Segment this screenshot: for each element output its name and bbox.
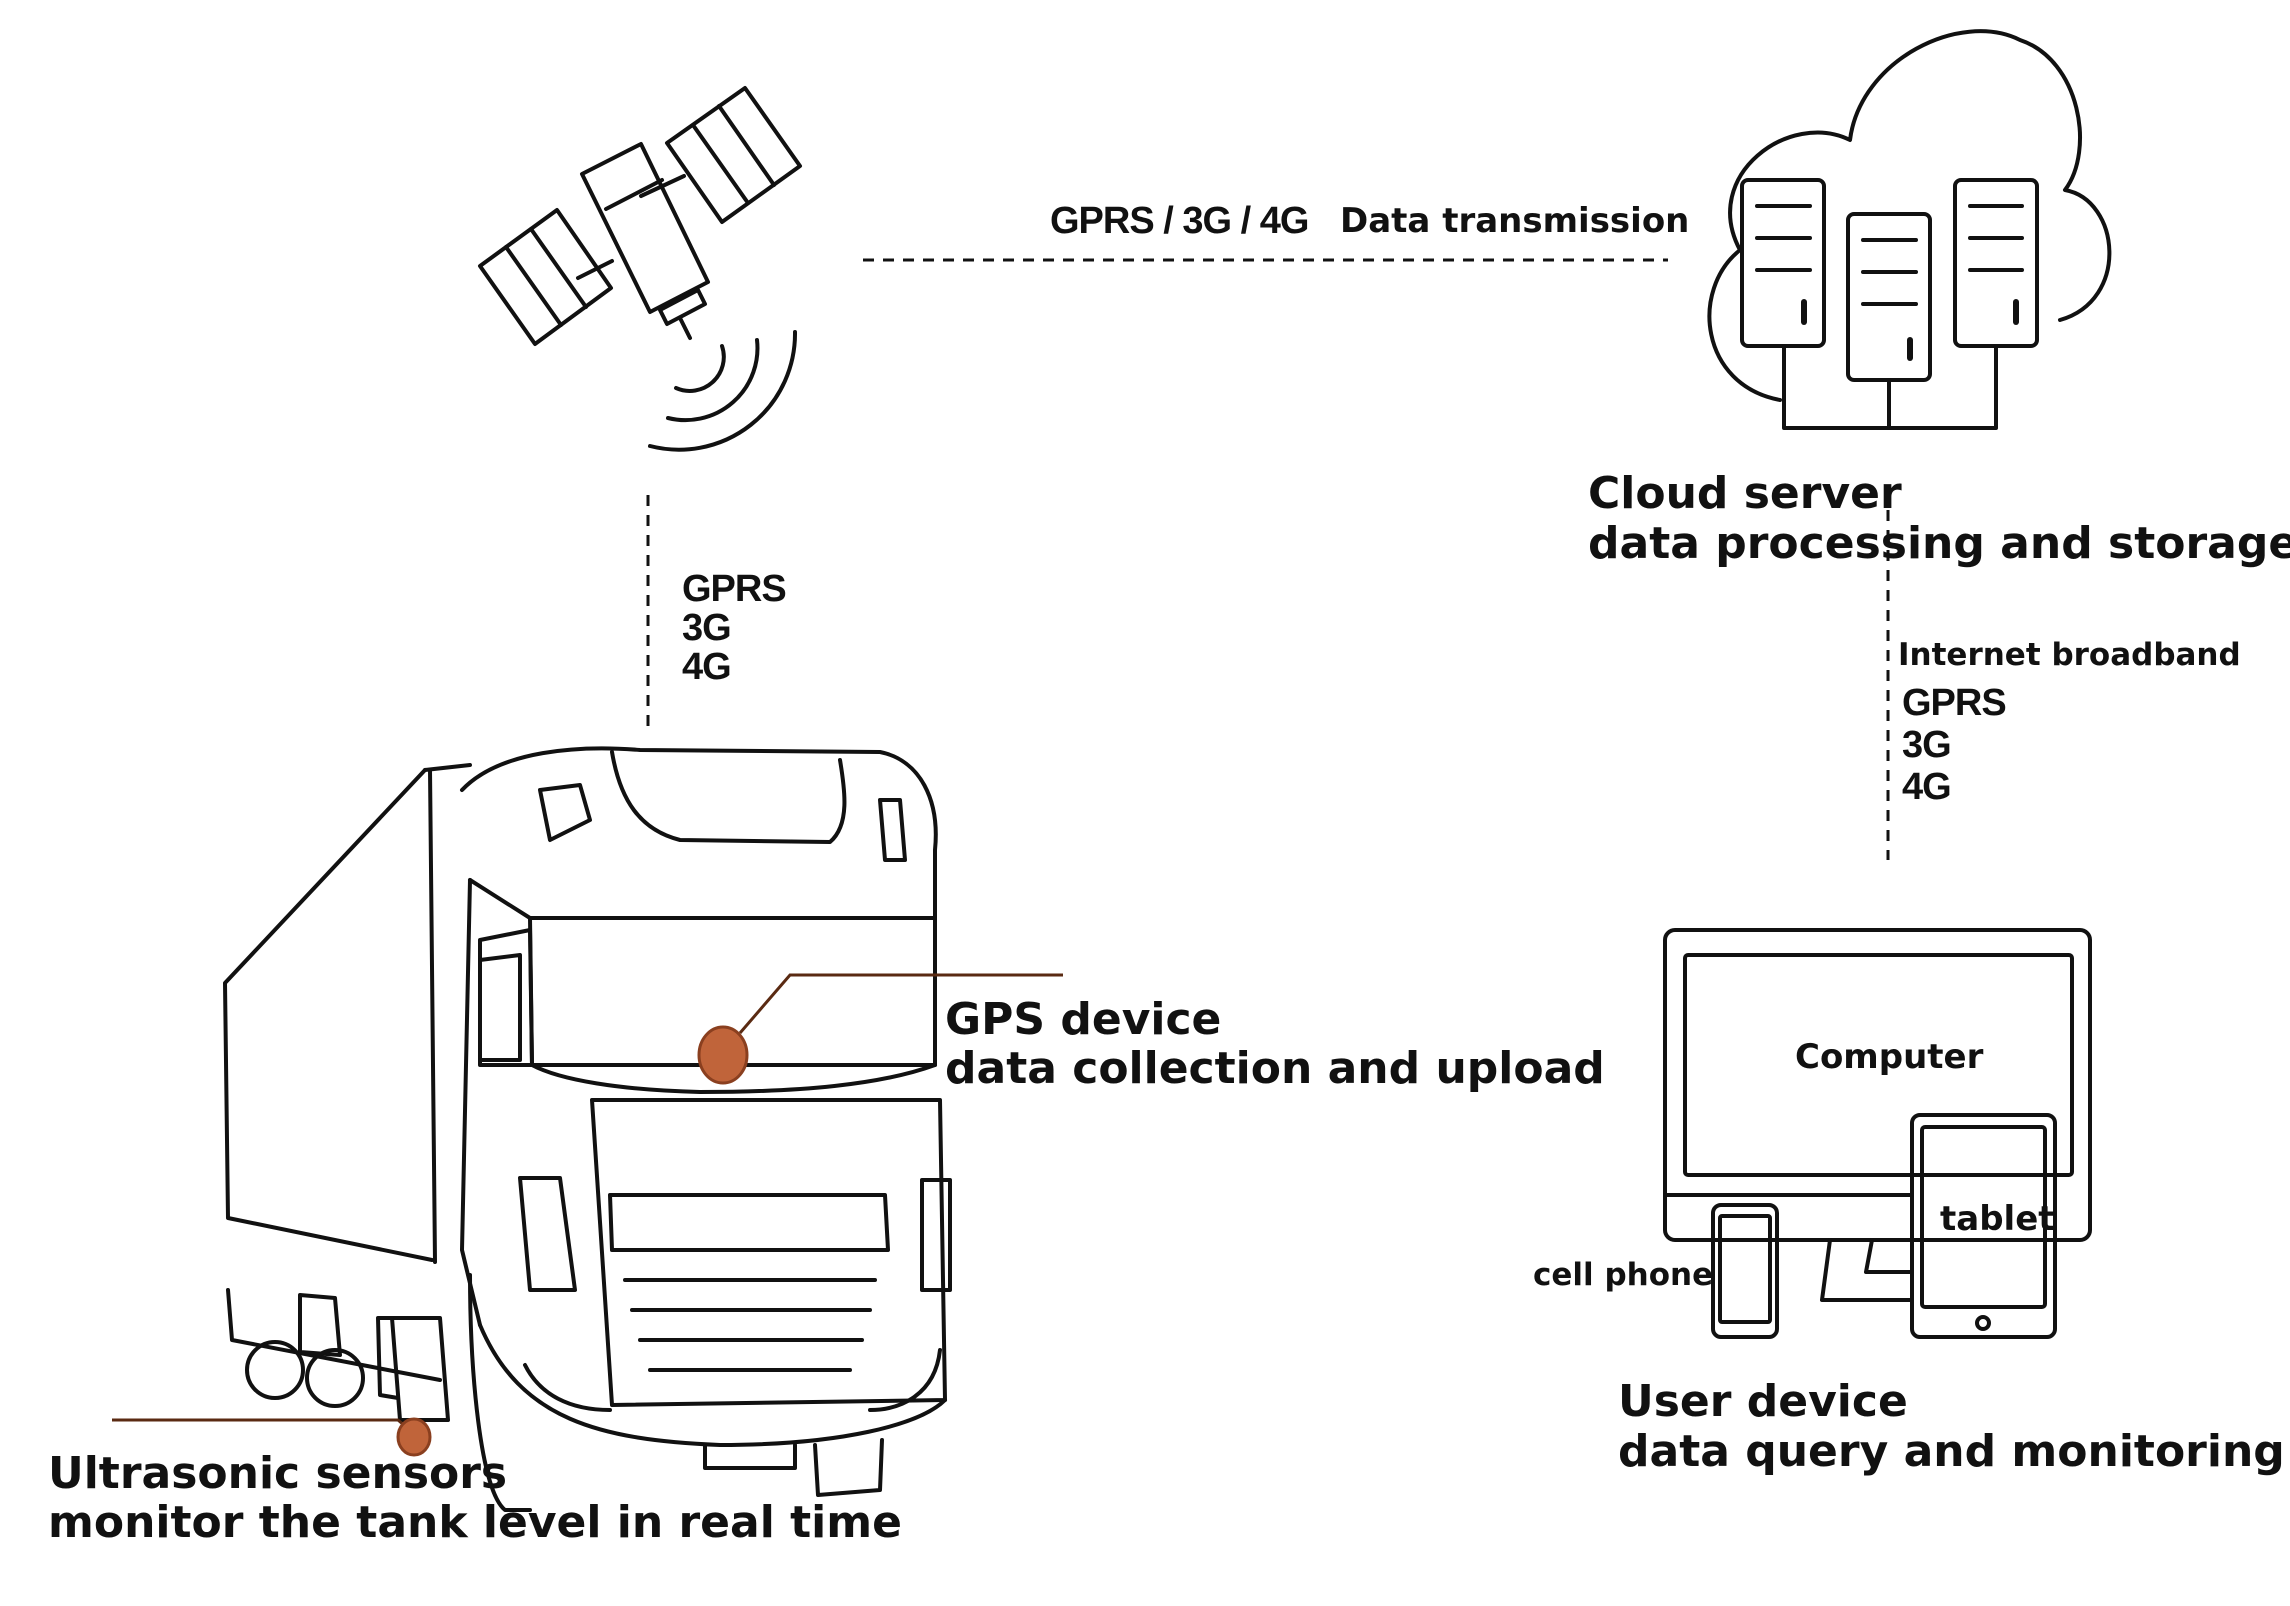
gps-leader-line xyxy=(738,973,1063,1034)
ultrasonic-title: Ultrasonic sensors xyxy=(48,1448,508,1499)
cell-phone-label: cell phone xyxy=(1533,1257,1714,1293)
truck-link-4g: 4G xyxy=(682,646,732,688)
internet-broadband-label: Internet broadband xyxy=(1898,637,2241,673)
truck-link-gprs: GPRS xyxy=(682,568,787,610)
tablet-label: tablet xyxy=(1940,1199,2055,1239)
cloud-subtitle: data processing and storage xyxy=(1588,518,2290,569)
user-device-title: User device xyxy=(1618,1376,1908,1427)
connection-lines xyxy=(646,258,1890,860)
gps-marker xyxy=(697,1025,749,1085)
user-device-subtitle: data query and monitoring xyxy=(1618,1426,2285,1477)
gps-device-subtitle: data collection and upload xyxy=(945,1043,1605,1094)
ultrasonic-marker xyxy=(396,1417,432,1457)
tablet-icon xyxy=(1910,1113,2057,1339)
cloud-title: Cloud server xyxy=(1588,468,1902,519)
satellite-link-purpose-label: Data transmission xyxy=(1340,201,1690,241)
computer-icon xyxy=(1663,928,2092,1302)
cloud-server-icon xyxy=(1707,29,2112,430)
computer-label: Computer xyxy=(1795,1037,1984,1077)
truck-icon xyxy=(223,746,952,1512)
ultrasonic-subtitle: monitor the tank level in real time xyxy=(48,1497,902,1548)
satellite-icon xyxy=(478,86,802,452)
user-link-4g: 4G xyxy=(1902,766,1952,808)
user-link-gprs: GPRS xyxy=(1902,682,2007,724)
cell-phone-icon xyxy=(1711,1203,1779,1339)
ultrasonic-leader-line xyxy=(112,1418,413,1434)
gps-device-title: GPS device xyxy=(945,994,1222,1045)
satellite-link-network-label: GPRS / 3G / 4G xyxy=(1050,200,1309,242)
user-link-3g: 3G xyxy=(1902,724,1952,766)
truck-link-3g: 3G xyxy=(682,607,732,649)
